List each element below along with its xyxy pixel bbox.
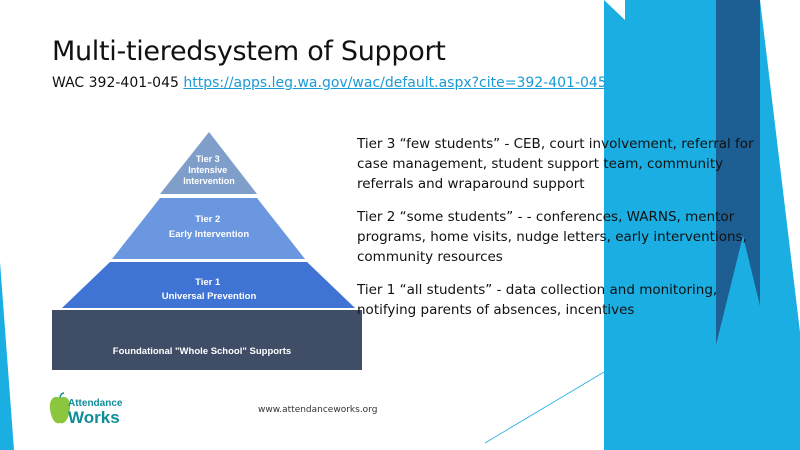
deco-thin-line (484, 371, 605, 444)
wac-citation: WAC 392-401-045 (52, 75, 184, 91)
tier2-description: Tier 2 “some students” - - conferences, … (357, 209, 747, 265)
logo-word-top: Attendance (68, 398, 123, 409)
logo-word-bottom: Works (68, 408, 120, 427)
deco-thin-line-2 (603, 371, 800, 450)
tier2-band (112, 198, 305, 259)
tier3-band (160, 132, 257, 194)
tier2-line: Tier 2 (195, 214, 220, 225)
mtss-pyramid: Tier 3 Intensive Intervention Tier 2 Ear… (52, 132, 362, 370)
tier3-line: Tier 3 (196, 154, 220, 164)
attendance-works-logo-icon (49, 392, 71, 424)
tier3-line: Intervention (183, 176, 235, 186)
tier1-line: Tier 1 (195, 277, 221, 288)
tier2-label: Tier 2 Early Intervention (169, 214, 249, 240)
apple-stem-icon (59, 392, 65, 399)
deco-white-sliver (760, 0, 800, 332)
deco-corner-notch (604, 0, 625, 20)
foundation-band (52, 310, 362, 370)
slide-title: Multi-tieredsystem of Support (52, 36, 446, 67)
foundation-label: Foundational "Whole School" Supports (113, 346, 291, 357)
deco-small-triangle (690, 236, 795, 450)
tier1-description: Tier 1 “all students” - data collection … (357, 282, 718, 318)
deco-left-triangle (0, 262, 14, 450)
tier1-label: Tier 1 Universal Prevention (162, 277, 257, 302)
slide-subtitle: WAC 392-401-045 https://apps.leg.wa.gov/… (52, 75, 607, 91)
tier3-label: Tier 3 Intensive Intervention (183, 154, 235, 186)
apple-icon (49, 396, 71, 424)
wac-link[interactable]: https://apps.leg.wa.gov/wac/default.aspx… (183, 75, 607, 91)
attendance-works-logo: Attendance Works (68, 398, 122, 427)
footer-url: www.attendanceworks.org (258, 405, 378, 415)
tier3-description: Tier 3 “few students” - CEB, court invol… (357, 136, 754, 192)
tier-descriptions: Tier 3 “few students” - CEB, court invol… (357, 134, 762, 333)
tier3-line: Intensive (188, 165, 227, 175)
tier1-line: Universal Prevention (162, 291, 257, 302)
tier2-line: Early Intervention (169, 229, 249, 240)
tier1-band (62, 262, 355, 308)
